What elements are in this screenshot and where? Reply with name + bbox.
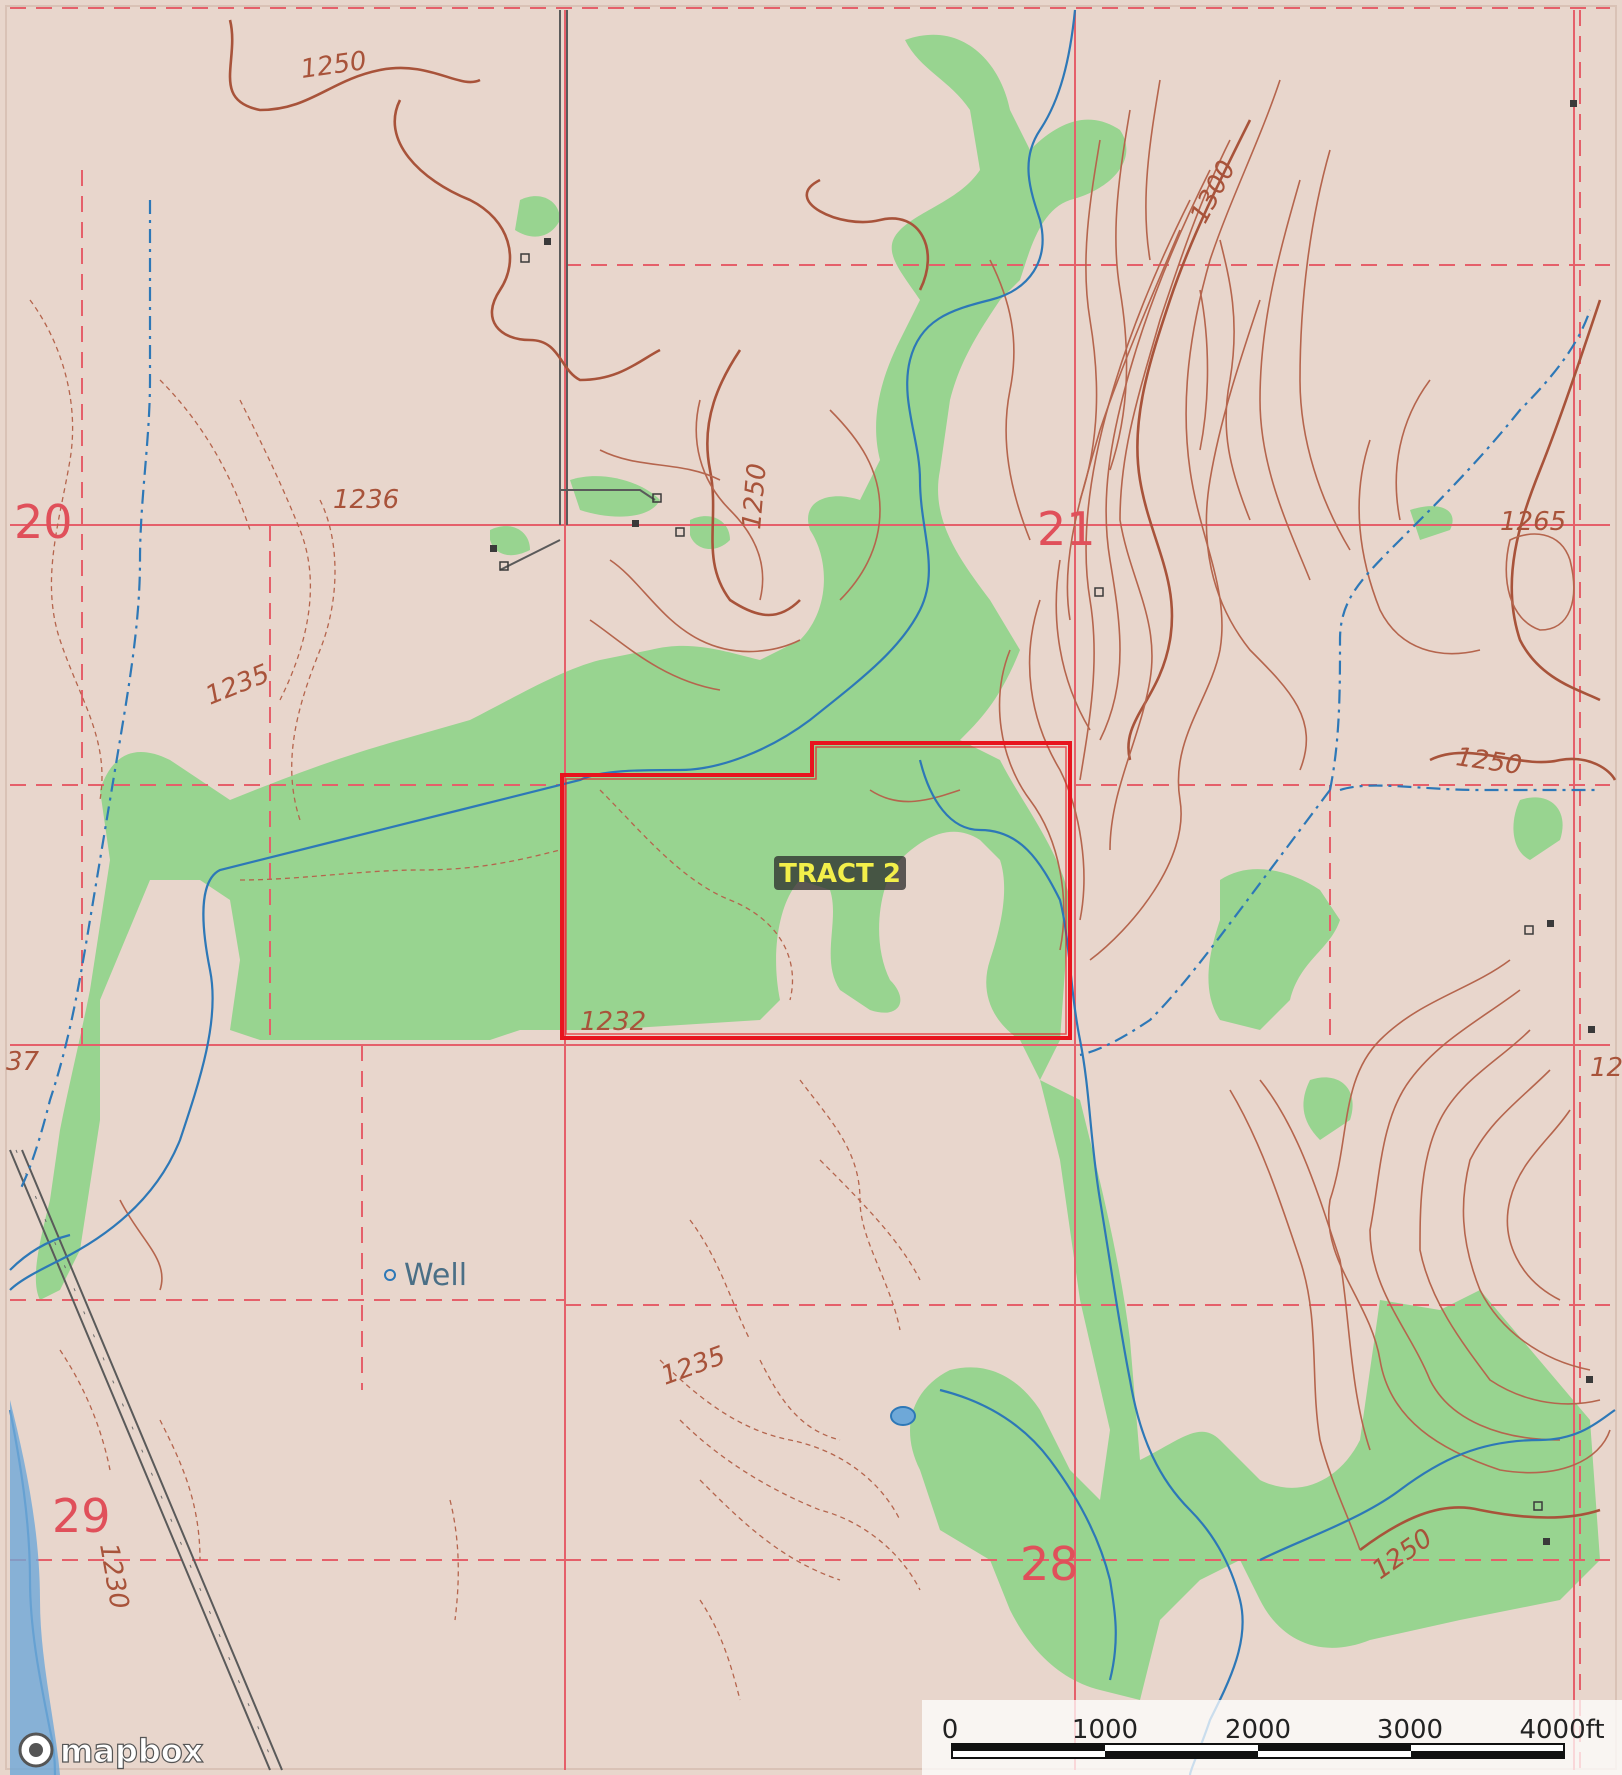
buildings bbox=[384, 100, 1595, 1545]
mapbox-wordmark: mapbox bbox=[60, 1732, 204, 1770]
scale-bar: 0 1000 2000 3000 4000ft bbox=[922, 1700, 1622, 1775]
section-number: 29 bbox=[52, 1489, 111, 1543]
elevation-label: 12 bbox=[1590, 1053, 1622, 1083]
scale-tick-label: 3000 bbox=[1377, 1715, 1443, 1745]
tract-2-boundary[interactable] bbox=[560, 741, 1072, 1040]
elevation-label: 1265 bbox=[1500, 507, 1566, 537]
elevation-label: 1232 bbox=[580, 1007, 646, 1037]
scale-segment-dark bbox=[1105, 1751, 1258, 1758]
section-lines bbox=[10, 7, 1610, 1770]
section-number: 21 bbox=[1037, 502, 1096, 556]
scale-tick-label: 4000ft bbox=[1519, 1715, 1604, 1745]
scale-segment-dark bbox=[952, 1744, 1105, 1751]
tract-label-text: TRACT 2 bbox=[779, 859, 901, 889]
scale-segment-dark bbox=[1411, 1751, 1564, 1758]
well-label: Well bbox=[404, 1258, 467, 1293]
section-number: 28 bbox=[1020, 1537, 1079, 1591]
section-number: 20 bbox=[14, 495, 73, 549]
scale-tick-label: 0 bbox=[942, 1715, 959, 1745]
elevation-label: 1250 bbox=[737, 462, 773, 531]
map-frame bbox=[5, 5, 1617, 1770]
scale-tick-label: 2000 bbox=[1225, 1715, 1291, 1745]
tract-label-background bbox=[774, 856, 906, 890]
streams bbox=[8, 9, 1616, 1775]
contour-lines bbox=[29, 19, 1617, 1701]
tract-label[interactable]: TRACT 2 bbox=[774, 856, 906, 890]
roads bbox=[9, 10, 656, 1771]
scale-segment-dark bbox=[1258, 1744, 1411, 1751]
elevation-label: 1236 bbox=[333, 485, 399, 515]
scale-bar-background bbox=[922, 1700, 1622, 1775]
scale-tick-label: 1000 bbox=[1072, 1715, 1138, 1745]
mapbox-logo[interactable]: mapbox bbox=[18, 1731, 204, 1771]
elevation-label: 37 bbox=[6, 1047, 40, 1077]
section-numbers: 20 21 29 28 bbox=[14, 495, 1096, 1591]
